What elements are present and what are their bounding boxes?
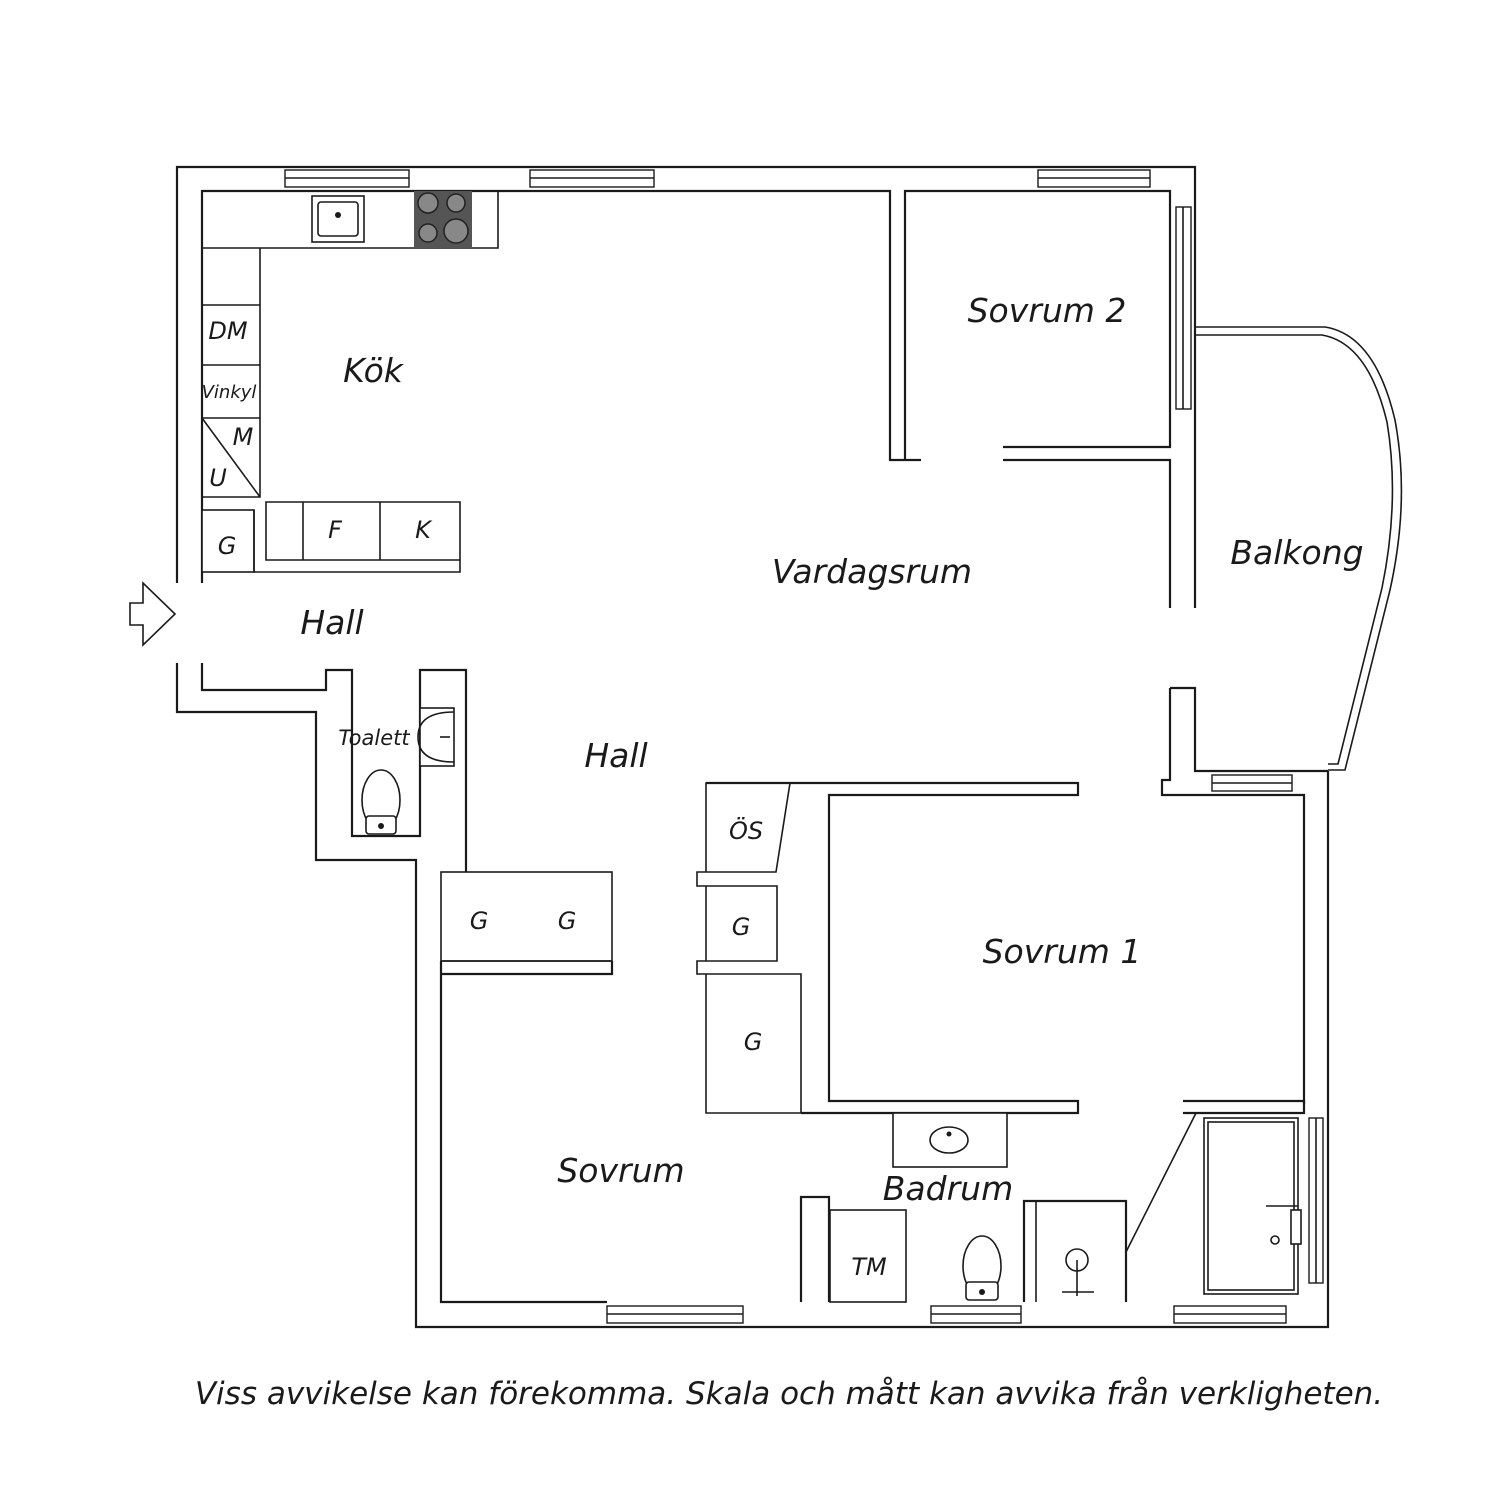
room-label-hall-entry: Hall (300, 603, 363, 642)
room-label-hall-center: Hall (584, 736, 647, 775)
label-microwave: M (233, 423, 254, 451)
label-closet-b: G (744, 1028, 763, 1056)
label-hall-closet-2: G (558, 907, 577, 935)
label-fridge: K (415, 516, 433, 544)
room-label-kok: Kök (343, 351, 405, 390)
bathroom-fixtures (799, 1112, 1302, 1303)
room-label-badrum: Badrum (883, 1169, 1013, 1208)
label-hall-closet: G (470, 907, 489, 935)
balcony-outline (1195, 326, 1403, 771)
label-wine-cooler: Vinkyl (202, 382, 257, 403)
toilet-room-fixtures (361, 707, 455, 835)
room-label-sovrum-1: Sovrum 1 (983, 932, 1142, 971)
disclaimer-text: Viss avvikelse kan förekomma. Skala och … (195, 1376, 1383, 1412)
stove-icon (414, 191, 472, 248)
label-kitchen-closet: G (218, 532, 237, 560)
entrance-arrow-icon (129, 581, 177, 647)
room-label-sovrum-2: Sovrum 2 (968, 291, 1127, 330)
label-washing-machine: TM (851, 1253, 887, 1281)
room-label-toalett: Toalett (338, 726, 410, 750)
kitchen-counters (201, 191, 499, 573)
label-dishwasher: DM (208, 317, 247, 345)
hall-closets (439, 781, 1306, 1304)
label-closet-a: G (732, 913, 751, 941)
sink-icon (311, 195, 365, 243)
exterior-walls (175, 165, 1330, 1329)
room-label-balkong: Balkong (1230, 533, 1363, 572)
room-label-vardagsrum: Vardagsrum (772, 552, 972, 591)
label-freezer: F (328, 516, 343, 544)
label-oven: U (209, 464, 227, 492)
label-overhead-storage: ÖS (729, 816, 763, 845)
room-label-sovrum: Sovrum (557, 1151, 684, 1190)
windows (284, 169, 1324, 1324)
